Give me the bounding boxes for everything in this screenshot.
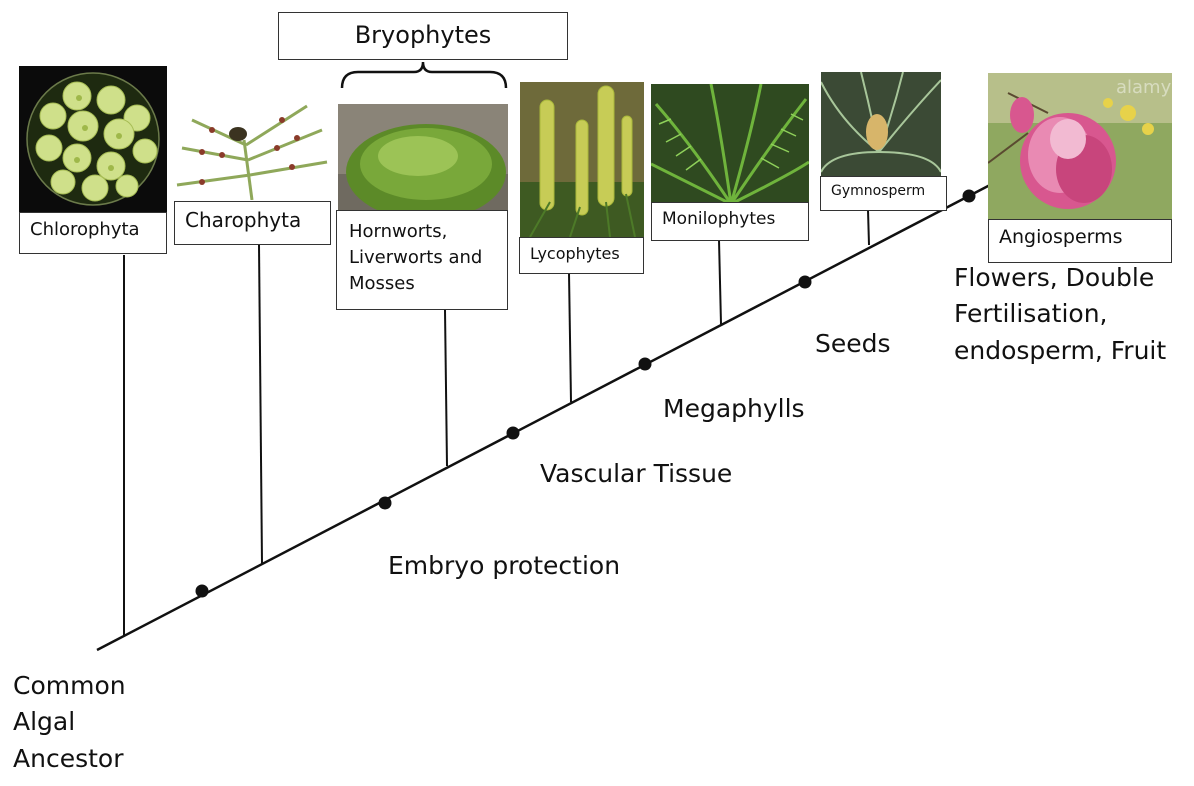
root-label-line-1: Common bbox=[13, 671, 126, 700]
angiosperms-label: Angiosperms bbox=[999, 226, 1123, 248]
node-dot-angiosperm bbox=[962, 189, 976, 203]
node-dot-megaphylls bbox=[506, 426, 520, 440]
node-dot-vascular bbox=[378, 496, 392, 510]
node-dot-seeds bbox=[638, 357, 652, 371]
branch-gymnosperm bbox=[867, 209, 870, 246]
gymnosperm-label: Gymnosperm bbox=[831, 183, 926, 199]
branch-monilophytes bbox=[718, 239, 722, 325]
taxon-label-bryophytes: Hornworts, Liverworts and Mosses bbox=[336, 210, 508, 310]
main-trunk-line bbox=[96, 183, 991, 652]
branch-lycophytes bbox=[568, 272, 572, 403]
taxon-label-lycophytes: Lycophytes bbox=[519, 237, 644, 274]
bryophytes-label: Hornworts, Liverworts and Mosses bbox=[349, 221, 483, 295]
trait-label-vascular: Vascular Tissue bbox=[540, 459, 733, 488]
trait-label-megaphylls: Megaphylls bbox=[663, 394, 805, 423]
charophyta-label: Charophyta bbox=[185, 208, 302, 232]
root-label: Common Algal Ancestor bbox=[13, 668, 126, 777]
taxon-label-chlorophyta: Chlorophyta bbox=[19, 212, 167, 254]
taxon-label-gymnosperm: Gymnosperm bbox=[820, 176, 947, 211]
node-dot-flowers bbox=[798, 275, 812, 289]
lycophyte-photo bbox=[520, 82, 644, 237]
watermark-text: alamy bbox=[1116, 77, 1172, 98]
fern-photo bbox=[651, 84, 809, 204]
monilophytes-label: Monilophytes bbox=[662, 209, 776, 229]
trait-label-flowers: Flowers, Double Fertilisation, endosperm… bbox=[954, 263, 1167, 365]
magnolia-photo: alamy bbox=[988, 73, 1172, 219]
taxon-label-monilophytes: Monilophytes bbox=[651, 202, 809, 241]
bryophytes-bracket bbox=[340, 61, 508, 89]
cycad-photo bbox=[821, 72, 941, 182]
bryophytes-group-label: Bryophytes bbox=[278, 12, 568, 60]
root-label-line-2: Algal bbox=[13, 707, 76, 737]
taxon-label-angiosperms: Angiosperms bbox=[988, 219, 1172, 263]
node-dot-embryo bbox=[195, 584, 209, 598]
chlorophyta-photo bbox=[19, 66, 167, 212]
lycophytes-label: Lycophytes bbox=[530, 244, 620, 263]
branch-bryophytes bbox=[444, 309, 448, 467]
moss-photo bbox=[338, 104, 508, 210]
trait-label-seeds: Seeds bbox=[815, 329, 891, 358]
trait-label-embryo: Embryo protection bbox=[388, 551, 621, 580]
charophyta-photo bbox=[172, 100, 328, 200]
taxon-label-charophyta: Charophyta bbox=[174, 201, 331, 245]
branch-charophyta bbox=[258, 244, 263, 565]
chlorophyta-label: Chlorophyta bbox=[30, 219, 140, 240]
root-label-line-3: Ancestor bbox=[13, 743, 124, 773]
